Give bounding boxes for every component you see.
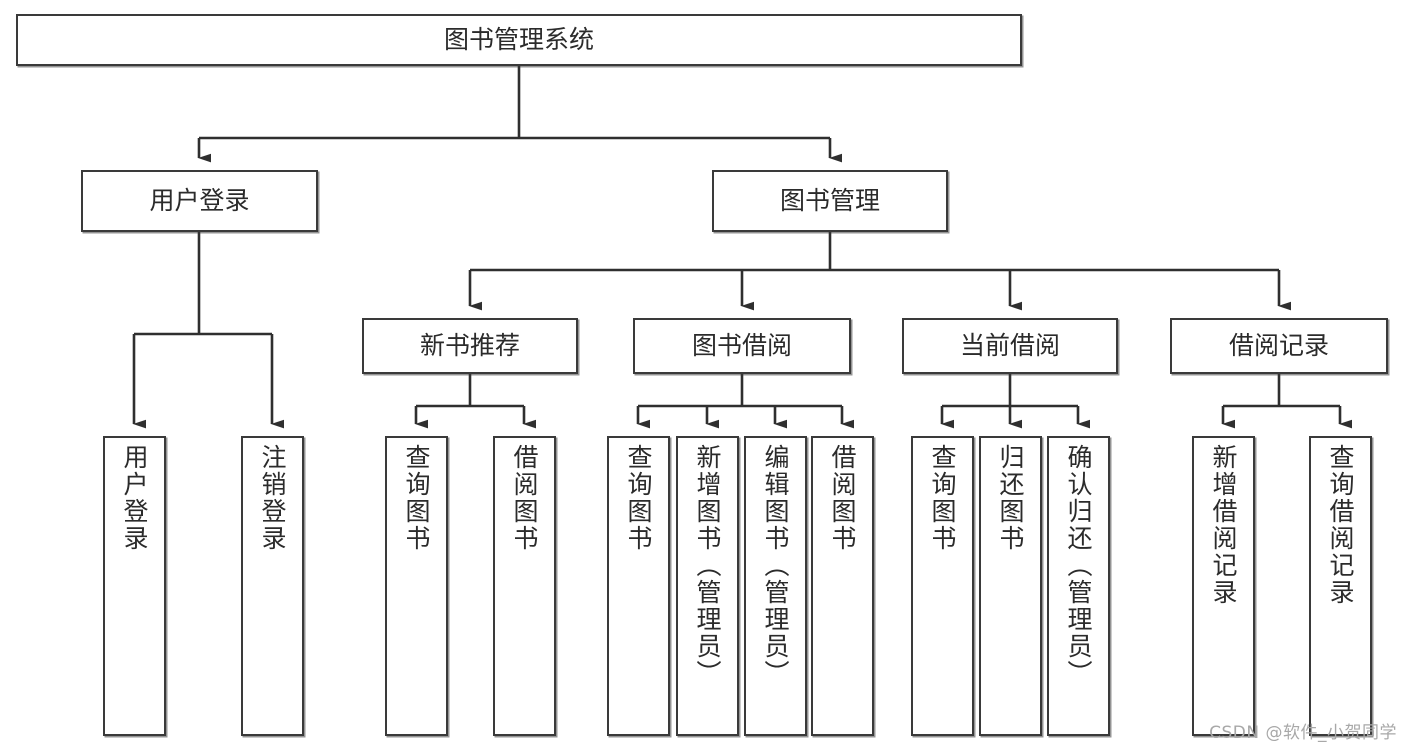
node-leaf-user-login-label: 用户登录	[120, 444, 149, 552]
node-leaf-borrow-book-1[interactable]: 借阅图书	[493, 436, 556, 736]
node-leaf-query-book-2-label: 查询图书	[624, 444, 653, 552]
node-book-manage-label: 图书管理	[779, 186, 880, 216]
node-leaf-add-record-label: 新增借阅记录	[1209, 444, 1238, 606]
node-leaf-query-book-3-label: 查询图书	[928, 444, 957, 552]
node-leaf-confirm-return[interactable]: 确认归还（管理员）	[1047, 436, 1110, 736]
node-new-book-rec[interactable]: 新书推荐	[362, 318, 578, 374]
node-leaf-query-book-1[interactable]: 查询图书	[385, 436, 448, 736]
node-leaf-query-record[interactable]: 查询借阅记录	[1309, 436, 1372, 736]
node-current-borrow-label: 当前借阅	[959, 331, 1060, 361]
node-book-borrow[interactable]: 图书借阅	[633, 318, 851, 374]
node-leaf-borrow-book-1-label: 借阅图书	[510, 444, 539, 552]
node-user-login[interactable]: 用户登录	[81, 170, 318, 232]
node-leaf-edit-book-label: 编辑图书（管理员）	[761, 444, 790, 687]
node-leaf-query-book-1-label: 查询图书	[402, 444, 431, 552]
node-leaf-logout[interactable]: 注销登录	[241, 436, 304, 736]
node-leaf-edit-book[interactable]: 编辑图书（管理员）	[744, 436, 807, 736]
node-root-label: 图书管理系统	[443, 25, 594, 55]
node-book-manage[interactable]: 图书管理	[712, 170, 948, 232]
node-leaf-confirm-return-label: 确认归还（管理员）	[1064, 444, 1093, 687]
node-current-borrow[interactable]: 当前借阅	[902, 318, 1118, 374]
node-user-login-label: 用户登录	[149, 186, 250, 216]
node-leaf-borrow-book-2-label: 借阅图书	[828, 444, 857, 552]
node-leaf-logout-label: 注销登录	[258, 444, 287, 552]
node-leaf-user-login[interactable]: 用户登录	[103, 436, 166, 736]
node-leaf-add-record[interactable]: 新增借阅记录	[1192, 436, 1255, 736]
node-leaf-borrow-book-2[interactable]: 借阅图书	[811, 436, 874, 736]
node-leaf-return-book[interactable]: 归还图书	[979, 436, 1042, 736]
node-leaf-query-record-label: 查询借阅记录	[1326, 444, 1355, 606]
node-leaf-add-book-label: 新增图书（管理员）	[693, 444, 722, 687]
node-leaf-query-book-3[interactable]: 查询图书	[911, 436, 974, 736]
node-borrow-record[interactable]: 借阅记录	[1170, 318, 1388, 374]
node-new-book-rec-label: 新书推荐	[419, 331, 520, 361]
node-book-borrow-label: 图书借阅	[691, 331, 792, 361]
node-borrow-record-label: 借阅记录	[1228, 331, 1329, 361]
node-leaf-return-book-label: 归还图书	[996, 444, 1025, 552]
node-leaf-add-book[interactable]: 新增图书（管理员）	[676, 436, 739, 736]
node-leaf-query-book-2[interactable]: 查询图书	[607, 436, 670, 736]
node-root[interactable]: 图书管理系统	[16, 14, 1022, 66]
